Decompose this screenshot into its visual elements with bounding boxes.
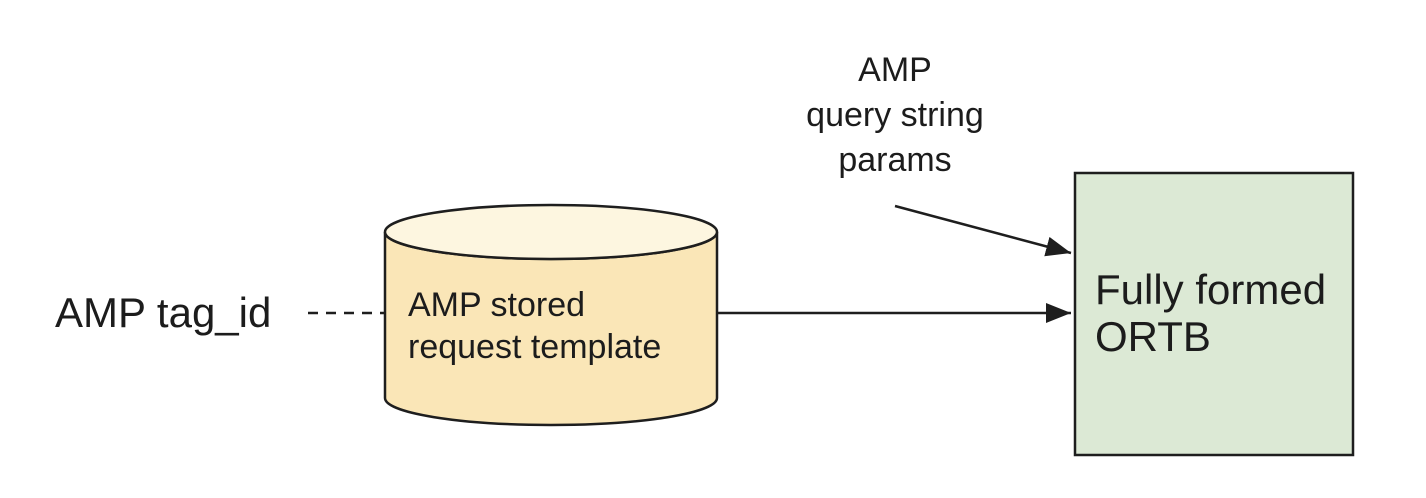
stored-request-cylinder [383,203,719,427]
amp-query-params-line1: AMP [858,51,932,89]
ortb-box-label: Fully formed ORTB [1095,266,1326,360]
ortb-box-label-line1: Fully formed [1095,266,1327,313]
stored-request-label-line2: request template [408,328,662,366]
ortb-box-label-line2: ORTB [1095,313,1211,360]
params-to-ortb-arrow [894,204,1072,257]
amp-query-params-line3: params [838,141,952,179]
stored-request-label: AMP stored request template [408,284,661,368]
cylinder-top [383,203,719,261]
amp-query-params-line2: query string [806,96,984,134]
amp-query-params-label: AMP query string params [745,48,1045,183]
stored-request-label-line1: AMP stored [408,286,586,324]
ortb-box [1073,171,1355,457]
amp-tag-id-label: AMP tag_id [55,289,272,336]
